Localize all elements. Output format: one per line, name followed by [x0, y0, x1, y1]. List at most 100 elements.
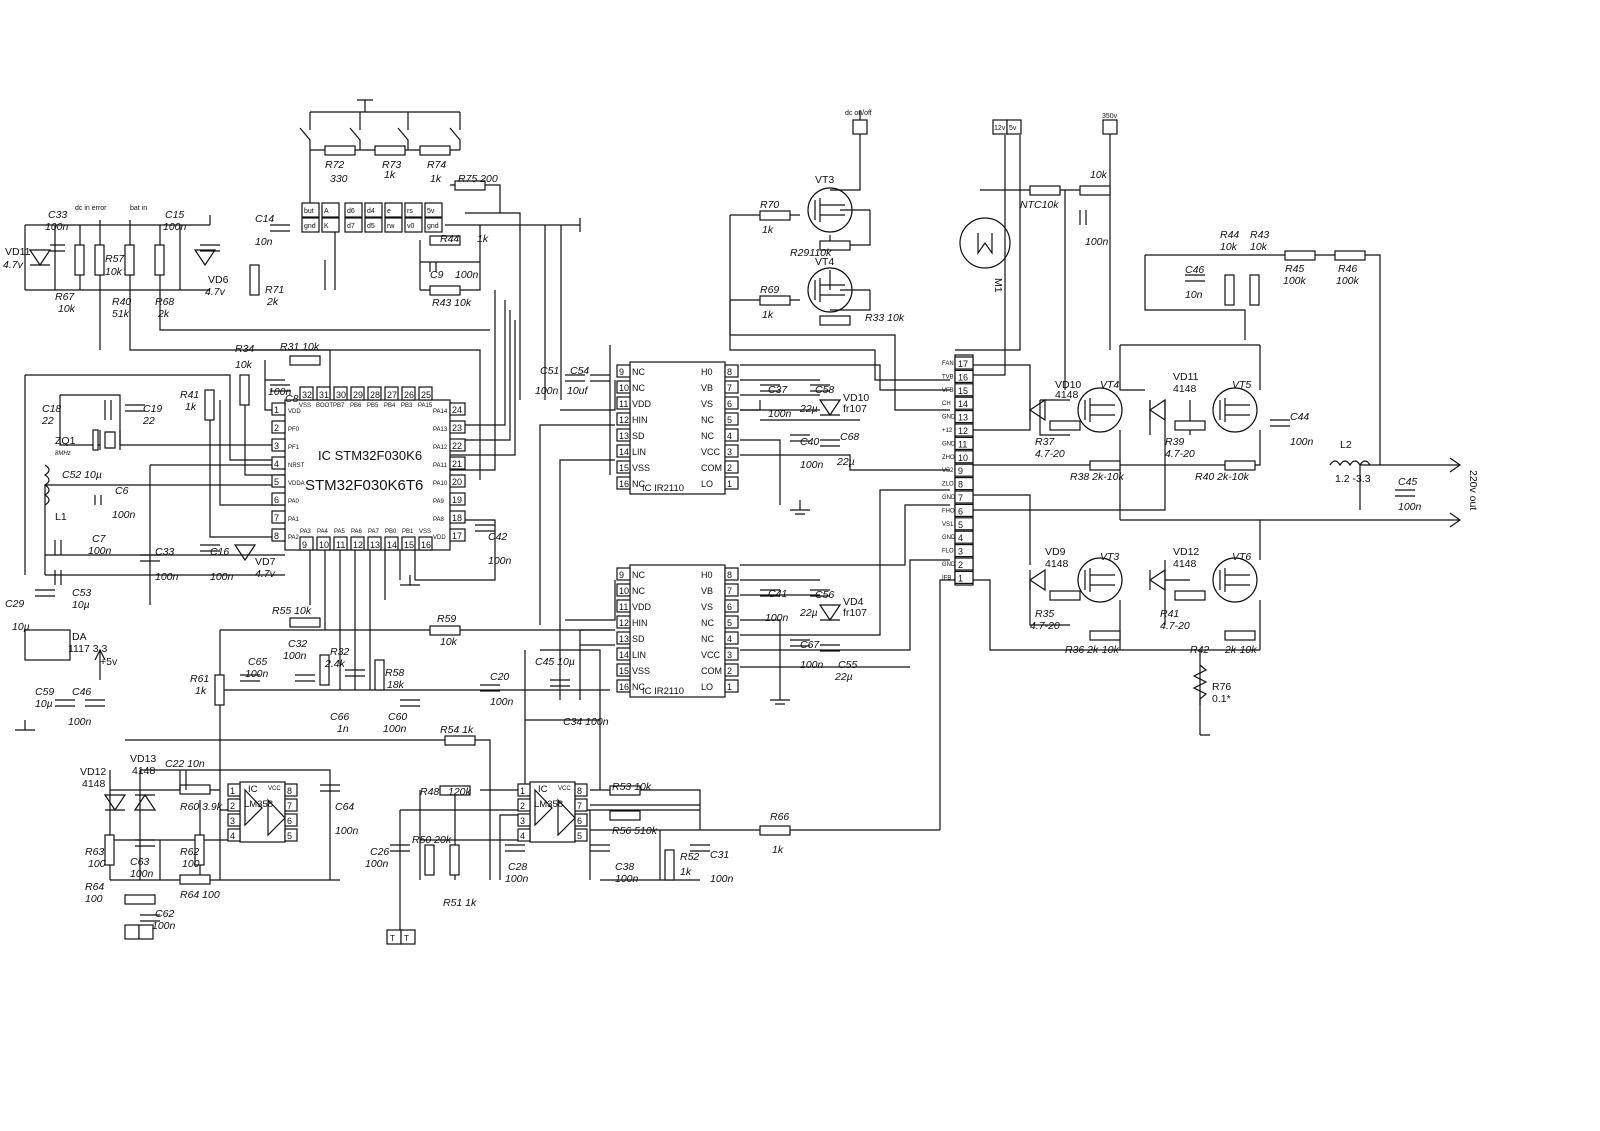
- op2-right-pin-number: 6: [577, 816, 582, 826]
- label-R64a: R64: [85, 881, 104, 893]
- mcu-right-pin-name: PA10: [433, 481, 448, 487]
- label-R59-value: 10k: [440, 636, 458, 648]
- label-VD12b-value: 4148: [1173, 558, 1197, 570]
- label-C51-value: 100n: [535, 385, 559, 397]
- label-C62-value: 100n: [152, 920, 176, 932]
- op2-right-pin-box: [574, 783, 588, 797]
- label-R33: R33 10k: [865, 312, 905, 324]
- opamp2-title: IC: [538, 784, 548, 795]
- drv1-left-pin-number: 12: [619, 415, 629, 425]
- label-C28-value: 100n: [505, 873, 529, 885]
- op2-left-pin-number: 4: [520, 831, 525, 841]
- drv1-right-pin-number: 5: [727, 415, 732, 425]
- label-C26: C26: [370, 846, 389, 858]
- op2-right-pin-number: 7: [577, 801, 582, 811]
- label-R68-value: 2k: [157, 308, 170, 320]
- mcu-bottom-pin-number: 10: [319, 540, 329, 550]
- display-pin-label: K: [324, 223, 329, 230]
- connector-pin-box: [954, 543, 974, 558]
- label-R45: R45: [1285, 263, 1304, 275]
- drv2-right-pin-number: 4: [727, 634, 732, 644]
- drv1-left-pin-name: NC: [632, 479, 645, 489]
- connector-pin-number: 17: [958, 359, 968, 369]
- label-R67: R67: [55, 291, 75, 303]
- op1-left-pin-box: [227, 828, 241, 842]
- label-R52-value: 1k: [680, 866, 692, 878]
- display-pin-box: [404, 202, 423, 218]
- label-C45b-value: 100n: [1398, 501, 1422, 513]
- display-pin-box: [321, 217, 340, 233]
- display-pin-box: [404, 217, 423, 233]
- label-R64a-value: 100: [85, 893, 103, 905]
- label-C14-value: 10n: [255, 236, 273, 248]
- mcu-left-pin-name: PA0: [288, 499, 300, 505]
- label-C64: C64: [335, 801, 354, 813]
- mcu-left-pin-name: NRST: [288, 463, 305, 469]
- drv2-right-pin-box: [724, 567, 739, 581]
- op2-left-pin-box: [517, 798, 531, 812]
- display-pin-label: but: [304, 208, 314, 215]
- drv2-left-pin-box: [616, 631, 631, 645]
- label-C58-value: 22µ: [799, 403, 818, 415]
- connector-pin-name: VFB: [942, 388, 954, 394]
- drv2-left-pin-box: [616, 615, 631, 629]
- transistors: [807, 187, 1258, 603]
- drv2-left-pin-name: HIN: [632, 618, 648, 628]
- op2-right-pin-number: 5: [577, 831, 582, 841]
- drv1-right-pin-box: [724, 364, 739, 378]
- label-C41: C41: [768, 588, 787, 600]
- drv1-right-pin-name: H0: [701, 367, 713, 377]
- drv1-right-pin-number: 3: [727, 447, 732, 457]
- drv2-right-pin-name: VS: [701, 602, 713, 612]
- label-VD13: VD13: [130, 753, 156, 765]
- label-C33a-value: 100n: [45, 221, 69, 233]
- drv2-right-pin-number: 8: [727, 570, 732, 580]
- label-C65-value: 100n: [245, 668, 269, 680]
- label-M1: M1: [992, 278, 1004, 293]
- label-VD6: VD6: [208, 274, 229, 286]
- label-R62: R62: [180, 846, 199, 858]
- display-pin-label: rs: [407, 208, 413, 215]
- label-R76: R76: [1212, 681, 1231, 693]
- mcu-right-pin-box: [449, 420, 466, 434]
- op2-right-pin-box: [574, 828, 588, 842]
- label-R74-value: 1k: [430, 173, 442, 185]
- label-C19-value: 22: [142, 415, 155, 427]
- mcu-left-pin-box: [271, 420, 286, 434]
- label-C42: C42: [488, 531, 507, 543]
- connector-pin-box: [954, 517, 974, 531]
- mcu-bottom-pin-name: PA7: [368, 529, 380, 535]
- label-220v-out: 220v out: [1467, 470, 1479, 510]
- label-5v: 5v: [1009, 125, 1017, 132]
- label-VD10b-value: 4148: [1055, 389, 1079, 401]
- label-R57: R57: [105, 253, 125, 265]
- connector-pin-number: 13: [958, 413, 968, 423]
- mcu-bottom-pin-number: 16: [421, 540, 431, 550]
- drv2-left-pin-number: 14: [619, 650, 629, 660]
- drv1-left-pin-name: SD: [632, 431, 645, 441]
- power-connector: 17FAN16TVB15VFB14CH13GND12+1211GND10ZHO9…: [942, 354, 974, 586]
- mcu-left-pin-box: [271, 492, 286, 506]
- drv2-left-pin-number: 13: [619, 634, 629, 644]
- connector-pin-box: [954, 396, 974, 410]
- resistors: [74, 145, 1366, 905]
- label-R41b: R41: [1160, 608, 1179, 620]
- opamp2-part: LM358: [534, 799, 563, 810]
- label-R32-value: 2.4k: [324, 658, 346, 670]
- label-R40a-value: 51k: [112, 308, 130, 320]
- drv1-right-pin-number: 7: [727, 383, 732, 393]
- connector-pin-box: [954, 436, 974, 450]
- mcu-left-pin-box: [271, 510, 286, 524]
- connector-pin-name: GND: [942, 441, 956, 447]
- drv1-left-pin-box: [616, 380, 631, 394]
- drv1-right-pin-name: LO: [701, 479, 713, 489]
- label-C56: C56: [815, 589, 834, 601]
- diodes: [28, 249, 1166, 812]
- label-R44: R44: [440, 233, 459, 245]
- drv1-right-pin-box: [724, 460, 739, 474]
- drv2-right-pin-name: NC: [701, 618, 714, 628]
- mcu-top-pin-box: [418, 386, 433, 401]
- label-R40a: R40: [112, 296, 131, 308]
- label-R44b: R44: [1220, 229, 1239, 241]
